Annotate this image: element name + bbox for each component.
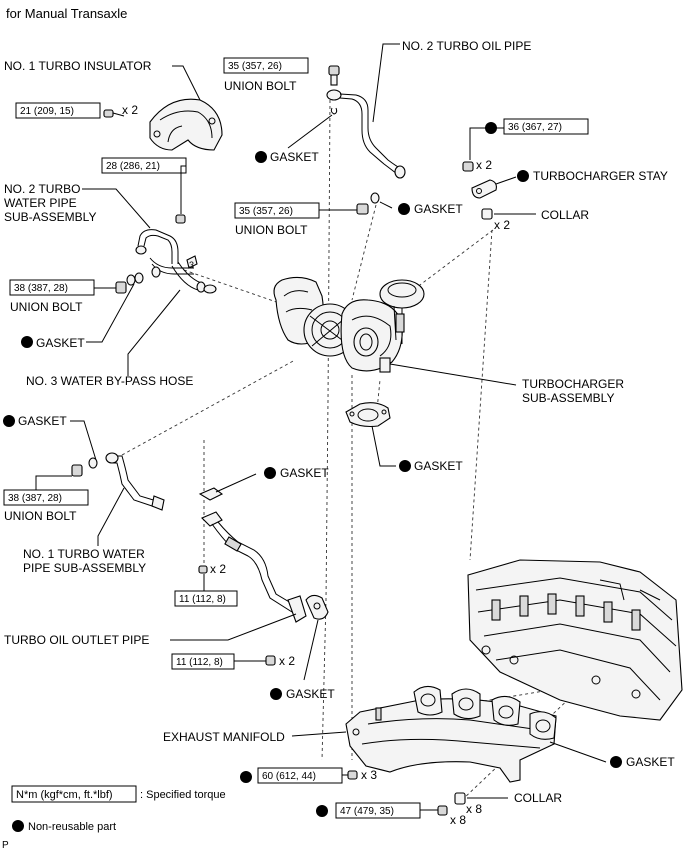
qty-11-top: x 2 [210, 562, 226, 576]
legend-torque-box [11, 785, 137, 803]
legend-torque-key: N*m (kgf*cm, ft.*lbf) [16, 789, 113, 801]
torque-60: 60 (612, 44) [262, 771, 316, 782]
nonreusable-mark [610, 756, 622, 768]
label-gasket-water-pipe: GASKET [18, 414, 67, 428]
label-gasket-turbo-flange: GASKET [414, 459, 463, 473]
oil-outlet-gasket-bottom-part [305, 594, 329, 620]
footer-code: P [2, 840, 9, 851]
qty-collar-manifold: x 8 [466, 802, 482, 816]
label-no2-turbo-oil-pipe: NO. 2 TURBO OIL PIPE [402, 39, 531, 53]
nonreusable-mark [3, 415, 15, 427]
oil-outlet-bolt-top [198, 565, 208, 574]
torque-38-left: 38 (387, 28) [14, 283, 68, 294]
bolt-21 [103, 109, 125, 118]
union-bolt-mid-part [356, 192, 380, 215]
label-no1-water-pipe-1: NO. 1 TURBO WATER [23, 547, 145, 561]
label-no1-water-pipe-2: PIPE SUB-ASSEMBLY [23, 561, 146, 575]
nonreusable-mark [21, 336, 33, 348]
label-collar-stay: COLLAR [541, 208, 589, 222]
no2-turbo-water-pipe-part: 3 [135, 229, 206, 293]
qty-collar-stay: x 2 [494, 218, 510, 232]
oil-outlet-gasket-top-part [198, 487, 224, 501]
torque-28: 28 (286, 21) [106, 161, 160, 172]
no1-turbo-insulator-part [149, 98, 223, 151]
collar-stay-part [481, 208, 493, 220]
torque-36: 36 (367, 27) [508, 122, 562, 133]
label-no2-water-pipe-2: WATER PIPE [4, 196, 77, 210]
turbocharger-stay-part [471, 179, 497, 199]
torque-11-top: 11 (112, 8) [179, 594, 226, 605]
stay-bolt [462, 161, 474, 172]
torque-11-bottom: 11 (112, 8) [176, 657, 223, 668]
label-gasket-oil-outlet-top: GASKET [280, 466, 329, 480]
torque-box-21 [15, 102, 101, 119]
legend-nonreusable: Non-reusable part [28, 821, 116, 833]
label-no2-water-pipe-1: NO. 2 TURBO [4, 182, 80, 196]
nonreusable-mark [517, 170, 529, 182]
nonreusable-mark [398, 203, 410, 215]
nonreusable-mark [270, 688, 282, 700]
label-collar-manifold: COLLAR [514, 791, 562, 805]
nonreusable-mark [255, 151, 267, 163]
label-gasket-oil-outlet-bottom: GASKET [286, 687, 335, 701]
label-union-bolt-top: UNION BOLT [224, 79, 297, 93]
label-turbocharger-1: TURBOCHARGER [522, 377, 624, 391]
union-bolt-left-part [115, 272, 144, 294]
torque-box-11-top [174, 590, 238, 607]
union-bolt-top-part [328, 65, 340, 86]
qty-47: x 8 [450, 813, 466, 827]
label-turbo-oil-outlet-pipe: TURBO OIL OUTLET PIPE [4, 633, 149, 647]
label-exhaust-manifold: EXHAUST MANIFOLD [163, 730, 285, 744]
diagram-header: for Manual Transaxle [6, 6, 127, 21]
engine-block-illustration [467, 559, 683, 721]
no2-turbo-oil-pipe-part [326, 89, 406, 179]
torque-35-top: 35 (357, 26) [228, 61, 282, 72]
nonreusable-mark [399, 460, 411, 472]
manifold-nut-60 [347, 770, 358, 780]
manifold-nut-47 [437, 805, 448, 816]
label-no2-water-pipe-3: SUB-ASSEMBLY [4, 210, 96, 224]
torque-box-35-top [223, 57, 309, 74]
turbo-flange-gasket-part [345, 402, 391, 428]
turbocharger-part [273, 276, 425, 373]
exhaust-manifold-part [345, 685, 557, 783]
label-gasket-manifold: GASKET [626, 755, 675, 769]
qty-60: x 3 [361, 768, 377, 782]
legend-nonreusable-mark [12, 820, 24, 832]
oil-outlet-bolt-bottom [265, 655, 276, 666]
torque-box-36 [503, 118, 589, 135]
union-bolt-bottom-part [71, 457, 98, 477]
qty-21: x 2 [122, 103, 138, 117]
torque-47: 47 (479, 35) [340, 806, 394, 817]
nonreusable-mark [240, 771, 252, 783]
label-no3-water-bypass-hose: NO. 3 WATER BY-PASS HOSE [26, 374, 193, 388]
label-union-bolt-mid: UNION BOLT [235, 223, 308, 237]
label-union-bolt-bottom: UNION BOLT [4, 509, 77, 523]
label-gasket-oilpipe-lower: GASKET [414, 202, 463, 216]
label-gasket-oilpipe-upper: GASKET [270, 150, 319, 164]
hose-clamp-part [203, 284, 217, 294]
nonreusable-mark [316, 805, 328, 817]
torque-38-bottom: 38 (387, 28) [8, 493, 62, 504]
label-turbocharger-stay: TURBOCHARGER STAY [533, 169, 668, 183]
torque-box-38-bottom [3, 489, 89, 506]
label-no1-turbo-insulator: NO. 1 TURBO INSULATOR [4, 59, 152, 73]
torque-21: 21 (209, 15) [20, 106, 74, 117]
label-union-bolt-left: UNION BOLT [10, 300, 83, 314]
manifold-collar-part [454, 792, 466, 805]
no1-turbo-water-pipe-part [105, 452, 165, 511]
legend-torque-desc: : Specified torque [140, 789, 226, 801]
label-turbocharger-2: SUB-ASSEMBLY [522, 391, 614, 405]
torque-35-mid: 35 (357, 26) [239, 206, 293, 217]
water-pipe-bolt [175, 214, 186, 224]
qty-11-bottom: x 2 [279, 654, 295, 668]
label-gasket-left: GASKET [36, 336, 85, 350]
svg-text:3: 3 [189, 260, 194, 270]
qty-36: x 2 [476, 158, 492, 172]
nonreusable-mark [264, 467, 276, 479]
